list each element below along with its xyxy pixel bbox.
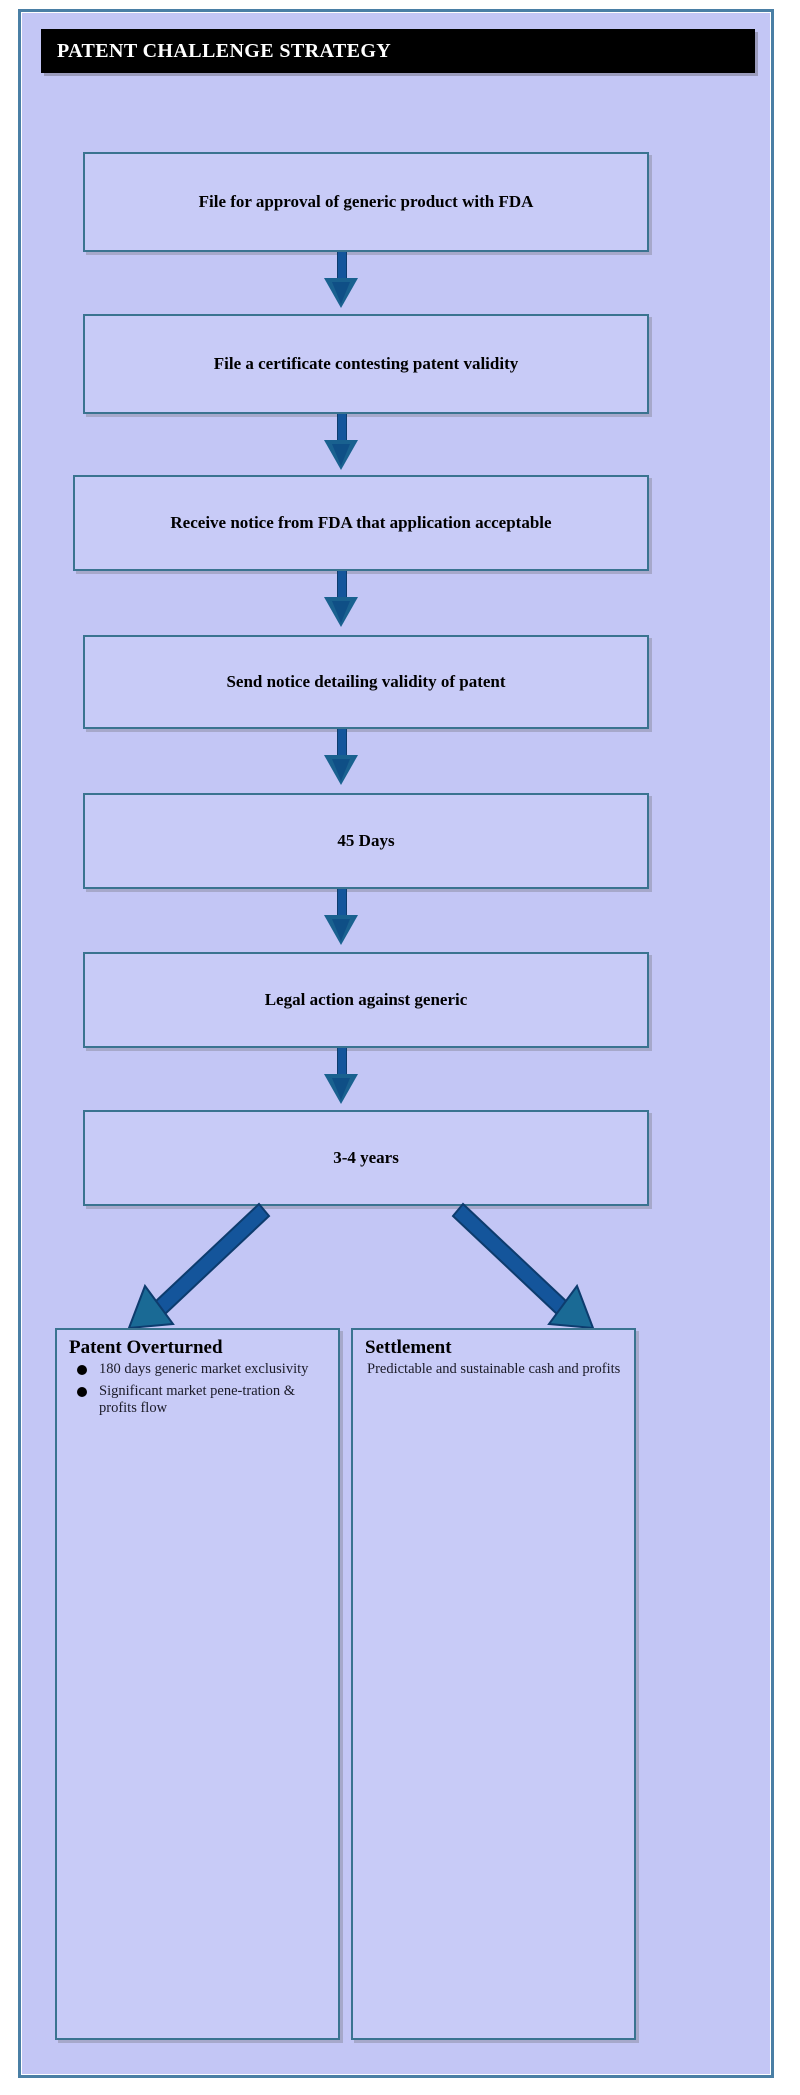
down-arrow-icon-3: [324, 571, 358, 633]
outcome-right-body: Predictable and sustainable cash and pro…: [367, 1360, 621, 1377]
flow-step-5[interactable]: 45 Days: [83, 793, 649, 889]
diagram-title-bar: PATENT CHALLENGE STRATEGY: [41, 29, 755, 73]
diagonal-arrow-right-icon: [451, 1202, 601, 1332]
down-arrow-icon-2: [324, 414, 358, 476]
diagonal-arrow-left-icon: [121, 1202, 271, 1332]
outcome-patent-overturned[interactable]: Patent Overturned 180 days generic marke…: [55, 1328, 340, 2040]
flow-step-1-label: File for approval of generic product wit…: [198, 191, 534, 211]
list-item: Significant market pene-tration & profit…: [75, 1383, 328, 1418]
bullet-dot-icon: [77, 1364, 87, 1375]
flow-step-6[interactable]: Legal action against generic: [83, 952, 649, 1048]
outcome-left-title: Patent Overturned: [69, 1337, 223, 1358]
down-arrow-icon-6: [324, 1048, 358, 1110]
list-item: 180 days generic market exclusivity: [75, 1361, 328, 1379]
down-arrow-icon-5: [324, 889, 358, 951]
flow-step-2-label: File a certificate contesting patent val…: [213, 353, 519, 373]
flow-step-7[interactable]: 3-4 years: [83, 1110, 649, 1206]
outcome-settlement[interactable]: Settlement Predictable and sustainable c…: [351, 1328, 636, 2040]
flow-step-2[interactable]: File a certificate contesting patent val…: [83, 314, 649, 414]
flow-step-6-label: Legal action against generic: [264, 989, 468, 1009]
flow-step-1[interactable]: File for approval of generic product wit…: [83, 152, 649, 252]
down-arrow-icon-4: [324, 729, 358, 791]
page-title: PATENT CHALLENGE STRATEGY: [57, 39, 392, 62]
down-arrow-icon-1: [324, 252, 358, 314]
flow-step-3-label: Receive notice from FDA that application…: [170, 512, 552, 532]
flow-step-5-label: 45 Days: [337, 830, 395, 850]
outcome-left-bullet-2: Significant market pene-tration & profit…: [99, 1382, 296, 1417]
outcome-right-title: Settlement: [365, 1337, 452, 1358]
bullet-dot-icon: [77, 1386, 87, 1397]
outcome-left-bullet-1: 180 days generic market exclusivity: [99, 1360, 309, 1377]
flow-step-4-label: Send notice detailing validity of patent: [226, 671, 506, 691]
diagram-frame: PATENT CHALLENGE STRATEGY File for appro…: [18, 9, 774, 2078]
diagram-inner-border: [21, 12, 771, 2075]
outcome-left-list: 180 days generic market exclusivity Sign…: [69, 1361, 328, 1418]
flow-step-7-label: 3-4 years: [333, 1147, 399, 1167]
flow-step-4[interactable]: Send notice detailing validity of patent: [83, 635, 649, 729]
flow-step-3[interactable]: Receive notice from FDA that application…: [73, 475, 649, 571]
